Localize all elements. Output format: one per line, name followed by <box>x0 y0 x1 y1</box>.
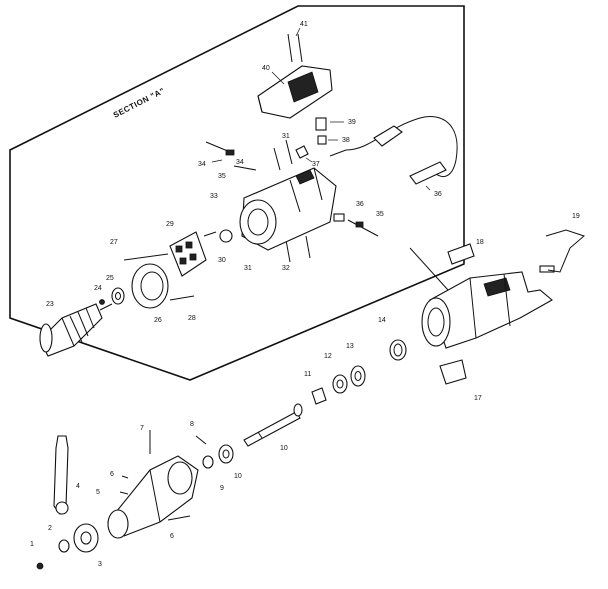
callout-23: 23 <box>46 301 54 308</box>
callout-35-upper: 35 <box>218 173 226 180</box>
label-17 <box>439 359 467 385</box>
callout-34-upper: 34 <box>198 161 206 168</box>
cord-36 <box>329 116 458 191</box>
callout-6-upper: 6 <box>110 471 114 478</box>
callout-16: 14 <box>378 317 386 324</box>
callout-13: 12 <box>324 353 332 360</box>
cord-guard-19 <box>545 229 585 273</box>
callout-30: 31 <box>244 265 252 272</box>
callout-19: 19 <box>572 213 580 220</box>
callout-14: 13 <box>346 343 354 350</box>
nut-1 <box>36 562 44 570</box>
callout-31-upper: 31 <box>282 133 290 140</box>
baffle-26 <box>131 263 169 309</box>
callout-37: 37 <box>312 161 320 168</box>
callout-33: 34 <box>236 159 244 166</box>
callout-36: 36 <box>434 191 442 198</box>
callout-32: 33 <box>210 193 218 200</box>
screws-27 <box>123 253 195 301</box>
callout-41: 41 <box>300 21 308 28</box>
callout-24: 24 <box>94 285 102 292</box>
callout-9: 9 <box>220 485 224 492</box>
callout-40: 40 <box>262 65 270 72</box>
callout-8: 8 <box>190 421 194 428</box>
callout-7: 7 <box>140 425 144 432</box>
callout-18: 18 <box>476 239 484 246</box>
callout-12: 11 <box>304 371 311 378</box>
callout-5: 5 <box>96 489 100 496</box>
brush-parts-lower <box>333 213 379 237</box>
callout-11: 10 <box>280 445 288 452</box>
switch-cover-40 <box>257 65 333 119</box>
stator-28 <box>169 231 217 277</box>
callout-29: 30 <box>218 257 226 264</box>
field-housing-32 <box>239 167 337 251</box>
ring-9 <box>202 455 214 469</box>
screws-41 <box>287 27 303 63</box>
bearing-13 <box>332 374 348 394</box>
part-29 <box>219 229 233 243</box>
section-a-boundary <box>9 5 465 381</box>
screw-8 <box>195 435 207 445</box>
brush-holder-31 <box>273 139 311 263</box>
part-37 <box>295 145 313 163</box>
washer-2 <box>58 539 70 553</box>
callout-3: 3 <box>98 561 102 568</box>
spindle-11 <box>243 403 303 447</box>
callout-39: 39 <box>348 119 356 126</box>
section-connector-line <box>409 247 449 291</box>
bearing-10 <box>218 444 234 464</box>
label-18 <box>447 243 475 265</box>
wrench-4 <box>53 435 69 515</box>
callout-34-lower: 35 <box>376 211 384 218</box>
callout-17: 17 <box>474 395 482 402</box>
flange-3 <box>73 523 99 553</box>
callout-38: 38 <box>342 137 350 144</box>
bearing-14 <box>350 365 366 387</box>
brush-parts-upper <box>205 141 257 171</box>
callout-35-lower: 36 <box>356 201 364 208</box>
part-38 <box>317 135 338 145</box>
switch-39 <box>315 117 344 131</box>
callout-27-lower: 28 <box>188 315 196 322</box>
gear-case <box>107 455 199 539</box>
part-12 <box>311 387 327 405</box>
callout-28: 29 <box>166 221 174 228</box>
callout-6-lower: 6 <box>170 533 174 540</box>
callout-25: 25 <box>106 275 114 282</box>
washer-24 <box>99 299 105 305</box>
callout-4: 4 <box>76 483 80 490</box>
armature-23 <box>39 303 113 357</box>
bearing-25 <box>111 287 125 305</box>
callout-10: 10 <box>234 473 242 480</box>
callout-31-lower: 32 <box>282 265 290 272</box>
callout-26: 26 <box>154 317 162 324</box>
motor-housing <box>421 265 555 349</box>
screws-6 <box>119 475 191 521</box>
section-a-label: SECTION "A" <box>112 86 167 120</box>
callout-1: 1 <box>30 541 34 548</box>
callout-27-upper: 27 <box>110 239 118 246</box>
retaining-ring-16 <box>389 339 407 361</box>
callout-2: 2 <box>48 525 52 532</box>
